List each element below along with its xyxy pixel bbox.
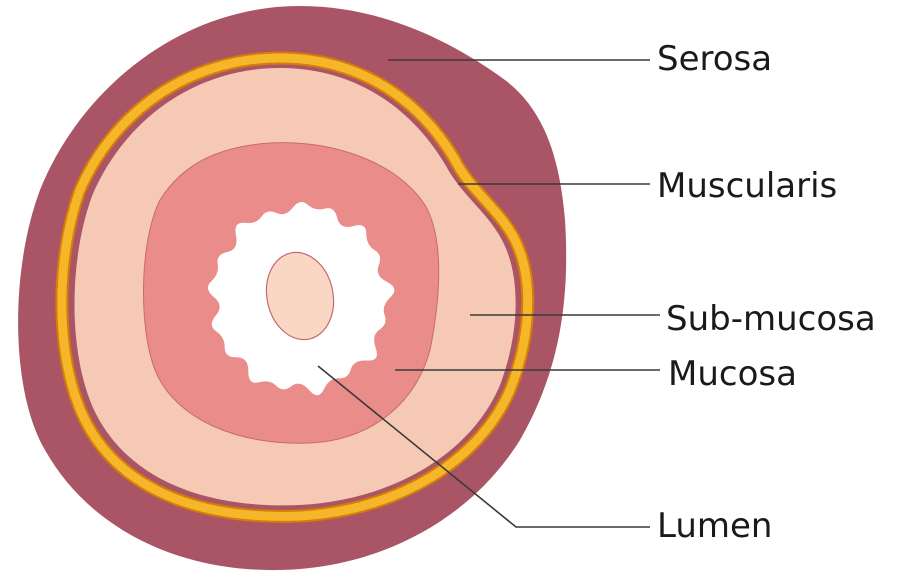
mucosa-label: Mucosa	[668, 354, 797, 394]
muscularis-label: Muscularis	[657, 166, 837, 206]
submucosa-label: Sub-mucosa	[666, 299, 876, 339]
serosa-label: Serosa	[657, 39, 772, 79]
lumen-label: Lumen	[657, 506, 772, 546]
